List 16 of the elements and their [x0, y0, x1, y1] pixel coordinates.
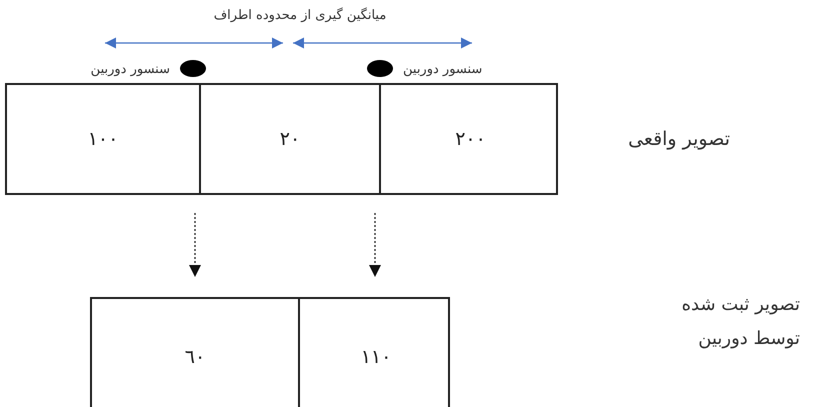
- arrow: [369, 213, 381, 277]
- sensor-label: سنسور دوربین: [403, 62, 484, 77]
- pixel-value: ٢٠: [280, 128, 300, 150]
- image-heading: تصویر ثبت شده توسط دوربین: [680, 293, 800, 351]
- image-heading: تصویر واقعی: [627, 128, 730, 150]
- arrow: [189, 213, 201, 277]
- pixel-value: ٦٠: [184, 346, 206, 368]
- image-grid: [90, 297, 450, 407]
- pixel-value: ١٠٠: [88, 128, 118, 150]
- pixel-value: ١١٠: [360, 346, 392, 368]
- sensor-dot: [367, 60, 393, 77]
- image-grid: [5, 83, 558, 195]
- range-caption: میانگین گیری از محدوده اطراف: [212, 8, 388, 23]
- sensor-dot: [180, 60, 206, 77]
- pixel-value: ٢٠٠: [455, 128, 486, 150]
- sensor-label: سنسور دوربین: [90, 62, 170, 77]
